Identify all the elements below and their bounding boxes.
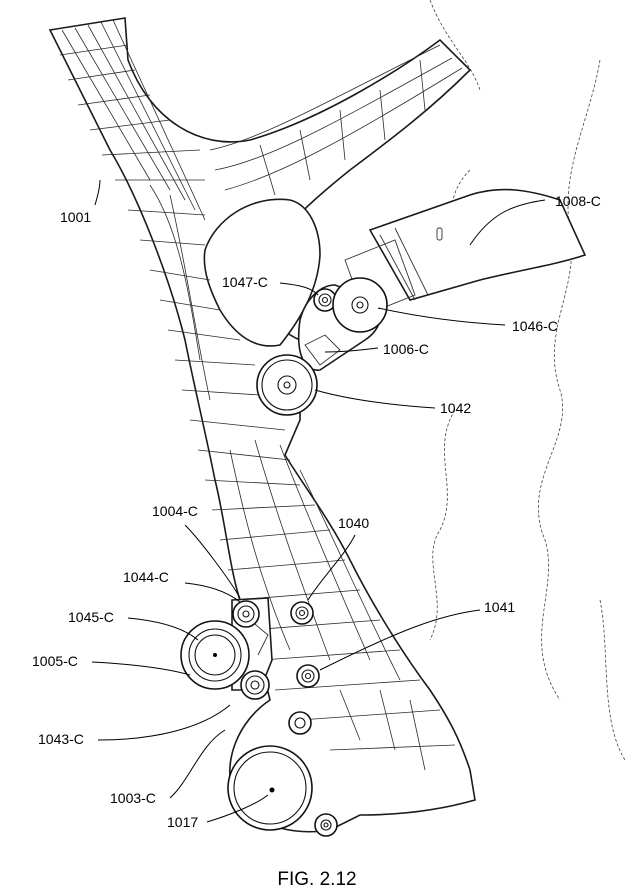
label-1017: 1017 <box>167 814 198 830</box>
label-1041: 1041 <box>484 599 515 615</box>
label-1040: 1040 <box>338 515 369 531</box>
label-1003c: 1003-C <box>110 790 156 806</box>
background-outline <box>429 0 626 761</box>
label-1004c: 1004-C <box>152 503 198 519</box>
frame-body <box>48 17 476 833</box>
frame-mesh <box>59 19 463 771</box>
figure-caption: FIG. 2.12 <box>277 869 356 890</box>
label-1047c: 1047-C <box>222 274 268 290</box>
label-1005c: 1005-C <box>32 653 78 669</box>
label-1045c: 1045-C <box>68 609 114 625</box>
label-1043c: 1043-C <box>38 731 84 747</box>
label-1046c: 1046-C <box>512 318 558 334</box>
label-1044c: 1044-C <box>123 569 169 585</box>
leader-lines <box>91 179 546 823</box>
pivots <box>180 277 388 837</box>
label-1006c: 1006-C <box>383 341 429 357</box>
label-1008c: 1008-C <box>555 193 601 209</box>
label-1042: 1042 <box>440 400 471 416</box>
reference-labels: 1001 1008-C 1047-C 1046-C 1006-C 1042 10… <box>32 193 601 830</box>
label-1001: 1001 <box>60 209 91 225</box>
